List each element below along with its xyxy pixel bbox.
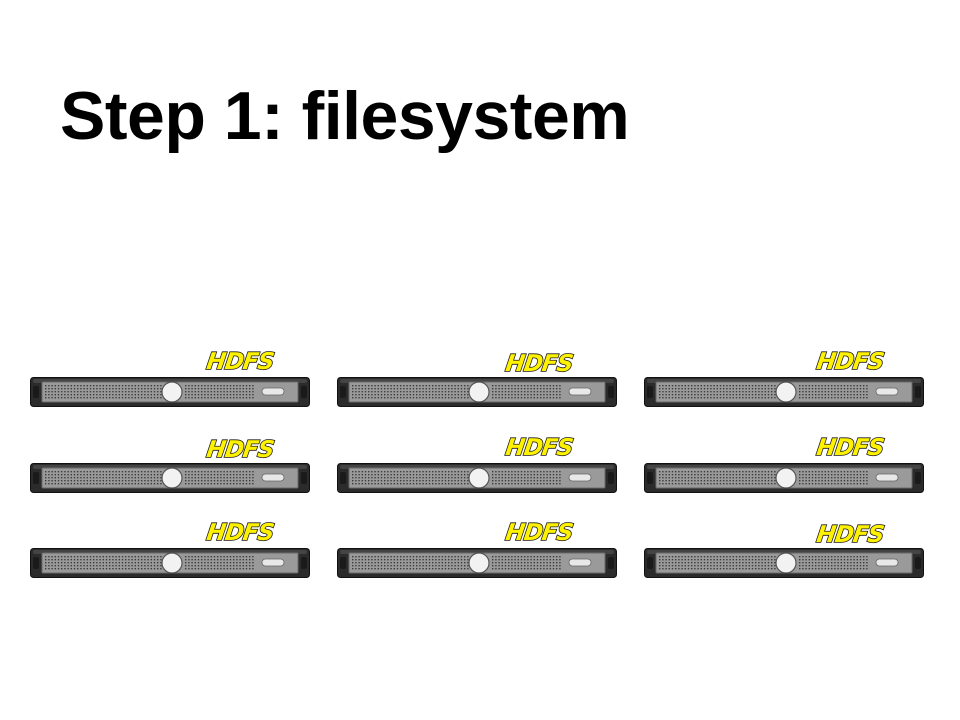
rack-ear-right	[608, 557, 614, 569]
hdfs-server-node: HDFS	[30, 347, 310, 413]
rack-server-icon	[337, 377, 617, 407]
power-button-icon	[775, 381, 797, 403]
drive-bay-icon	[261, 558, 285, 567]
rack-ear-right	[915, 557, 921, 569]
rack-ear-left	[647, 472, 653, 484]
vent-grille	[659, 556, 868, 570]
hdfs-logo: HDFS	[814, 521, 886, 549]
hdfs-logo: HDFS	[503, 434, 575, 462]
rack-ear-left	[340, 472, 346, 484]
drive-bay-icon	[875, 387, 899, 396]
rack-ear-right	[301, 386, 307, 398]
hdfs-server-node: HDFS	[337, 347, 617, 413]
vent-grille	[659, 385, 868, 399]
hdfs-server-node: HDFS	[30, 518, 310, 584]
power-button-icon	[468, 467, 490, 489]
rack-ear-left	[33, 386, 39, 398]
rack-ear-right	[301, 557, 307, 569]
hdfs-server-node: HDFS	[644, 347, 924, 413]
vent-grille	[659, 471, 868, 485]
hdfs-logo: HDFS	[503, 350, 575, 378]
rack-ear-left	[33, 557, 39, 569]
vent-grille	[352, 556, 561, 570]
slide-title: Step 1: filesystem	[60, 78, 630, 154]
hdfs-server-node: HDFS	[30, 433, 310, 499]
vent-grille	[45, 385, 254, 399]
drive-bay-icon	[261, 387, 285, 396]
rack-server-icon	[337, 463, 617, 493]
hdfs-logo: HDFS	[204, 348, 276, 376]
hdfs-server-node: HDFS	[337, 518, 617, 584]
hdfs-logo: HDFS	[814, 434, 886, 462]
rack-ear-right	[608, 472, 614, 484]
power-button-icon	[775, 467, 797, 489]
vent-grille	[45, 471, 254, 485]
rack-server-icon	[644, 463, 924, 493]
rack-ear-left	[647, 386, 653, 398]
rack-server-icon	[30, 548, 310, 578]
rack-ear-left	[647, 557, 653, 569]
power-button-icon	[468, 552, 490, 574]
hdfs-server-node: HDFS	[337, 433, 617, 499]
rack-server-icon	[644, 377, 924, 407]
vent-grille	[352, 471, 561, 485]
drive-bay-icon	[568, 473, 592, 482]
rack-server-icon	[644, 548, 924, 578]
hdfs-logo: HDFS	[814, 348, 886, 376]
rack-ear-right	[608, 386, 614, 398]
drive-bay-icon	[875, 558, 899, 567]
power-button-icon	[775, 552, 797, 574]
drive-bay-icon	[875, 473, 899, 482]
rack-ear-left	[340, 386, 346, 398]
power-button-icon	[161, 381, 183, 403]
rack-ear-right	[915, 472, 921, 484]
vent-grille	[45, 556, 254, 570]
rack-server-icon	[30, 377, 310, 407]
drive-bay-icon	[568, 558, 592, 567]
vent-grille	[352, 385, 561, 399]
rack-ear-left	[340, 557, 346, 569]
hdfs-server-node: HDFS	[644, 433, 924, 499]
hdfs-logo: HDFS	[204, 519, 276, 547]
rack-server-icon	[337, 548, 617, 578]
drive-bay-icon	[261, 473, 285, 482]
rack-server-icon	[30, 463, 310, 493]
rack-ear-right	[915, 386, 921, 398]
hdfs-logo: HDFS	[503, 519, 575, 547]
power-button-icon	[161, 552, 183, 574]
rack-ear-right	[301, 472, 307, 484]
hdfs-server-node: HDFS	[644, 518, 924, 584]
power-button-icon	[468, 381, 490, 403]
rack-ear-left	[33, 472, 39, 484]
hdfs-logo: HDFS	[204, 436, 276, 464]
drive-bay-icon	[568, 387, 592, 396]
power-button-icon	[161, 467, 183, 489]
